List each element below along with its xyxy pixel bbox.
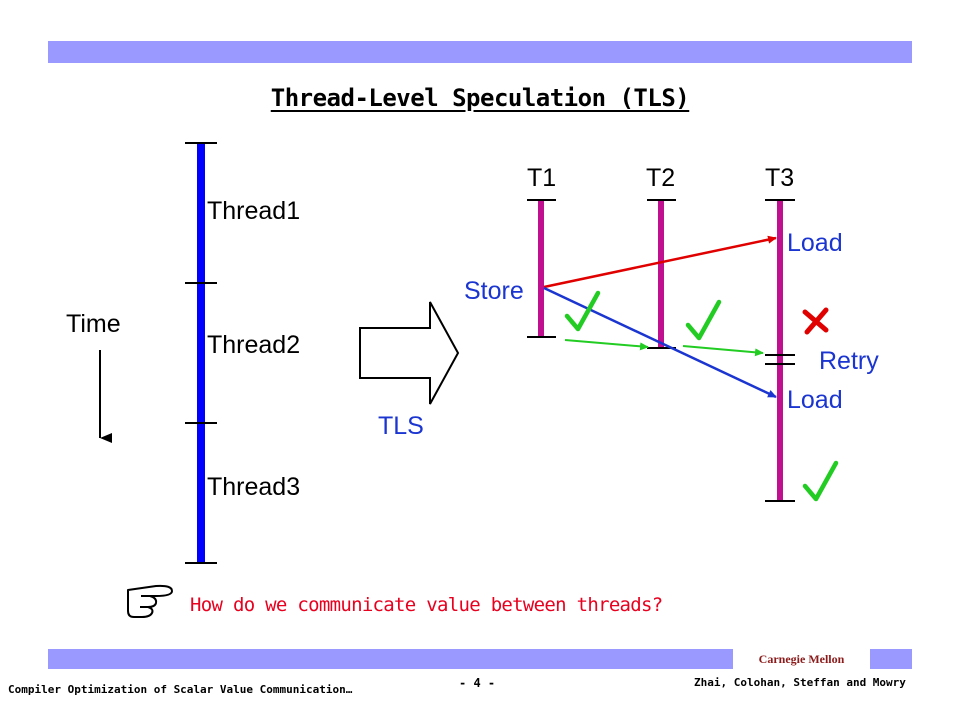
sequential-timeline	[185, 142, 217, 564]
speculative-thread-label-t3: T3	[765, 164, 795, 192]
speculative-thread-t1	[527, 199, 556, 338]
load-label-early: Load	[787, 229, 843, 257]
cross-mark-icon	[802, 307, 829, 335]
page-number: - 4 -	[459, 676, 496, 690]
institution-label: Carnegie Mellon	[733, 645, 870, 673]
sequential-thread-label-1: Thread1	[207, 197, 301, 225]
speculative-thread-t2	[647, 199, 676, 349]
commit-token-arrow	[682, 345, 764, 357]
commit-token-arrow	[564, 339, 649, 351]
slide-title: Thread-Level Speculation (TLS)	[270, 84, 690, 112]
tls-label: TLS	[378, 412, 424, 440]
store-label: Store	[464, 277, 524, 305]
speculative-thread-label-t1: T1	[527, 164, 557, 192]
load-label-retried: Load	[787, 386, 843, 414]
footer-authors: Zhai, Colohan, Steffan and Mowry	[694, 676, 906, 689]
check-mark-icon	[802, 460, 839, 502]
tls-block-arrow	[359, 301, 460, 405]
time-label: Time	[66, 310, 121, 338]
store-to-early-load-arrow	[543, 235, 777, 289]
speculative-thread-t3	[765, 199, 795, 502]
retry-label: Retry	[819, 347, 879, 375]
footer-bar	[48, 649, 912, 669]
header-bar	[48, 41, 912, 63]
footer-course-title: Compiler Optimization of Scalar Value Co…	[8, 683, 353, 696]
store-to-retried-load-arrow	[543, 286, 777, 399]
speculative-thread-label-t2: T2	[646, 164, 676, 192]
pointing-hand-icon	[127, 584, 173, 618]
sequential-thread-label-3: Thread3	[207, 473, 301, 501]
check-mark-icon	[685, 299, 722, 341]
question-text: How do we communicate value between thre…	[190, 594, 663, 616]
sequential-thread-label-2: Thread2	[207, 331, 301, 359]
check-mark-icon	[564, 290, 601, 332]
